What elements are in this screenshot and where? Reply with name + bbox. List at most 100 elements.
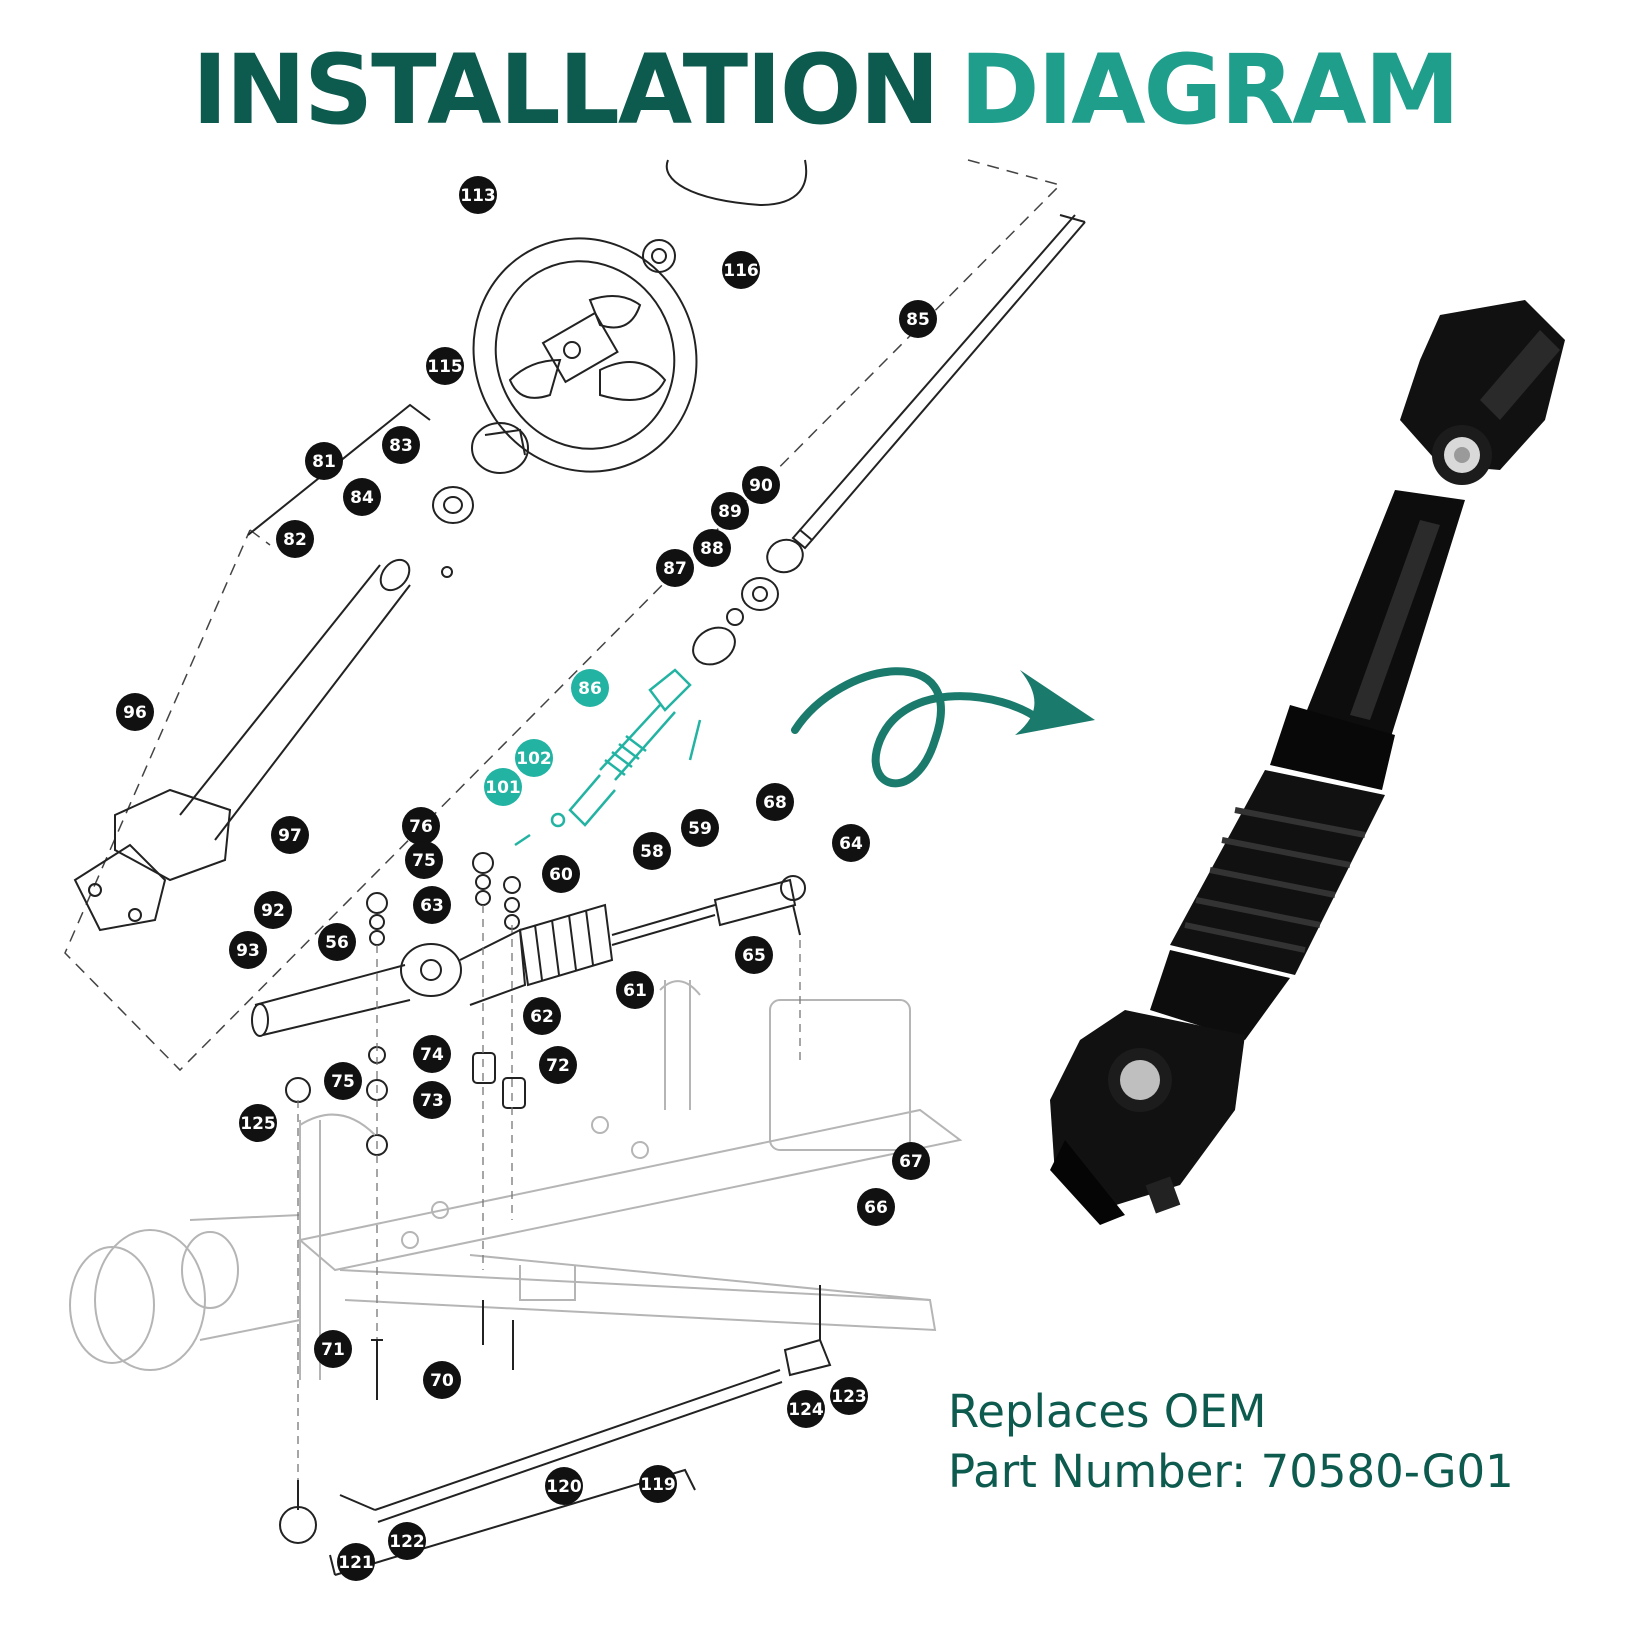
callout-circle — [735, 936, 773, 974]
intermediate-shaft-86 — [514, 668, 702, 847]
callout-label: 68 — [763, 793, 787, 813]
callout-circle — [413, 1081, 451, 1119]
callout-121: 121 — [337, 1543, 375, 1581]
callout-label: 119 — [640, 1475, 676, 1495]
callout-62: 62 — [523, 997, 561, 1035]
steering-shaft-photo — [1050, 300, 1565, 1225]
callout-circle — [787, 1390, 825, 1428]
callout-circle — [388, 1522, 426, 1560]
callout-label: 120 — [546, 1477, 582, 1497]
callout-circle — [832, 824, 870, 862]
callout-85: 85 — [899, 300, 937, 338]
callout-73: 73 — [413, 1081, 451, 1119]
rings-87-90 — [692, 538, 804, 666]
callout-124: 124 — [787, 1390, 825, 1428]
callout-64: 64 — [832, 824, 870, 862]
callout-label: 82 — [283, 530, 307, 550]
callout-label: 62 — [530, 1007, 554, 1027]
callout-circle — [857, 1188, 895, 1226]
title-word-installation: INSTALLATION — [191, 34, 940, 146]
callout-label: 121 — [338, 1553, 374, 1573]
callout-label: 81 — [312, 452, 336, 472]
callout-label: 70 — [430, 1371, 454, 1391]
callout-label: 86 — [578, 679, 602, 699]
callout-125: 125 — [239, 1104, 277, 1142]
callout-label: 58 — [640, 842, 664, 862]
callout-circle — [305, 442, 343, 480]
callout-81: 81 — [305, 442, 343, 480]
screw-84 — [441, 566, 453, 578]
callout-label: 64 — [839, 834, 863, 854]
callout-circle — [423, 1361, 461, 1399]
callout-123: 123 — [830, 1377, 868, 1415]
callout-label: 90 — [749, 476, 773, 496]
callout-circle — [711, 492, 749, 530]
callout-circle — [571, 669, 609, 707]
assembly-boundary — [64, 159, 1062, 1072]
column-base-96 — [73, 788, 232, 932]
curly-arrow-icon — [791, 667, 1095, 788]
callout-circle — [830, 1377, 868, 1415]
callout-67: 67 — [892, 1142, 930, 1180]
callout-circle — [324, 1062, 362, 1100]
small-hardware — [285, 852, 526, 1156]
callout-label: 75 — [331, 1072, 355, 1092]
boot-60 — [518, 903, 614, 987]
oem-info: Replaces OEM Part Number: 70580-G01 — [948, 1382, 1514, 1502]
callout-label: 125 — [240, 1114, 276, 1134]
callout-circle — [343, 478, 381, 516]
callout-circle — [681, 809, 719, 847]
callout-90: 90 — [742, 466, 780, 504]
callout-label: 67 — [899, 1152, 923, 1172]
callout-58: 58 — [633, 832, 671, 870]
callout-circle — [542, 855, 580, 893]
callout-88: 88 — [693, 529, 731, 567]
callout-circle — [892, 1142, 930, 1180]
callout-119: 119 — [639, 1465, 677, 1503]
callout-93: 93 — [229, 931, 267, 969]
callout-label: 88 — [700, 539, 724, 559]
callout-label: 87 — [663, 559, 687, 579]
callout-68: 68 — [756, 783, 794, 821]
callout-89: 89 — [711, 492, 749, 530]
callout-63: 63 — [413, 886, 451, 924]
callout-65: 65 — [735, 936, 773, 974]
callout-label: 63 — [420, 896, 444, 916]
title-word-diagram: DIAGRAM — [959, 34, 1460, 146]
callout-circle — [639, 1465, 677, 1503]
callout-label: 102 — [516, 749, 552, 769]
steering-wheel — [472, 159, 808, 473]
callout-circle — [545, 1467, 583, 1505]
callout-59: 59 — [681, 809, 719, 847]
tie-rod-58-59 — [611, 875, 806, 946]
callout-label: 74 — [420, 1045, 444, 1065]
callout-label: 72 — [546, 1056, 570, 1076]
callout-60: 60 — [542, 855, 580, 893]
callout-75: 75 — [324, 1062, 362, 1100]
dashed-guides — [297, 905, 801, 1500]
callout-113: 113 — [459, 176, 497, 214]
callout-circle — [314, 1330, 352, 1368]
callout-circle — [402, 807, 440, 845]
callout-circle — [382, 426, 420, 464]
callout-circle — [413, 1035, 451, 1073]
callout-circle — [405, 841, 443, 879]
callout-71: 71 — [314, 1330, 352, 1368]
callout-label: 75 — [412, 851, 436, 871]
callout-circle — [426, 347, 464, 385]
callout-115: 115 — [426, 347, 464, 385]
callout-circle — [254, 891, 292, 929]
callout-circle — [276, 520, 314, 558]
callout-75: 75 — [405, 841, 443, 879]
callout-circle — [484, 768, 522, 806]
callout-label: 65 — [742, 946, 766, 966]
callout-circle — [693, 529, 731, 567]
callout-84: 84 — [343, 478, 381, 516]
callout-label: 122 — [389, 1532, 425, 1552]
callout-circle — [523, 997, 561, 1035]
callout-61: 61 — [616, 971, 654, 1009]
oem-part-number: Part Number: 70580-G01 — [948, 1445, 1514, 1498]
callout-70: 70 — [423, 1361, 461, 1399]
